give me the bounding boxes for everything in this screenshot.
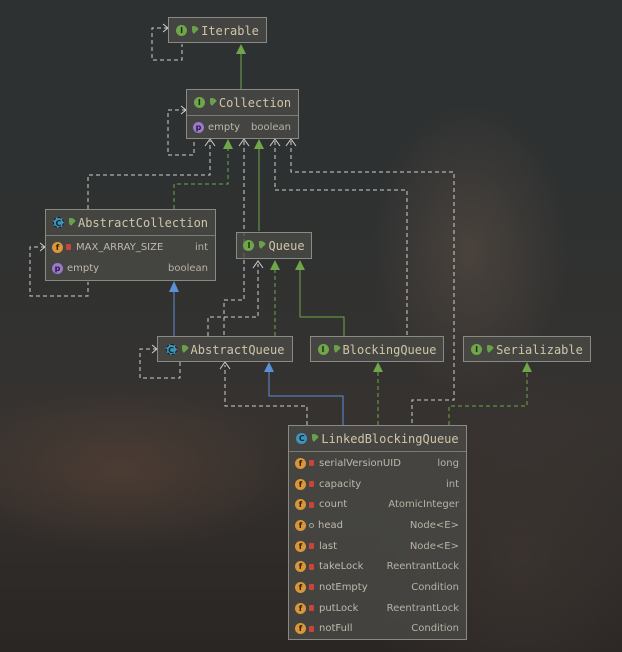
field-row: f notEmpty Condition xyxy=(289,577,466,598)
queue-node[interactable]: I Queue xyxy=(236,232,312,259)
interface-icon: I xyxy=(471,344,483,355)
interface-icon: I xyxy=(317,344,329,355)
node-title: LinkedBlockingQueue xyxy=(321,431,459,446)
interface-icon: I xyxy=(193,97,205,108)
interface-icon: I xyxy=(176,25,188,36)
public-leaf-icon xyxy=(487,345,495,354)
edge-lbq-abstractqueue xyxy=(268,370,344,425)
field-row: f head Node<E> xyxy=(289,515,466,536)
package-private-icon xyxy=(309,522,314,528)
private-lock-icon xyxy=(309,543,314,550)
field-row: f last Node<E> xyxy=(289,536,466,557)
private-lock-icon xyxy=(309,584,314,591)
field-row: f capacity int xyxy=(289,474,466,495)
public-leaf-icon xyxy=(209,98,217,107)
field-icon: f xyxy=(52,241,63,253)
interface-icon: I xyxy=(243,240,255,251)
node-title: AbstractCollection xyxy=(77,215,209,230)
edge-collection-self xyxy=(167,109,195,156)
abstract-queue-node[interactable]: C AbstractQueue xyxy=(157,336,293,362)
iterable-node[interactable]: I Iterable xyxy=(168,17,267,43)
node-title: Serializable xyxy=(496,342,583,357)
property-row: p empty boolean xyxy=(46,258,215,279)
private-lock-icon xyxy=(309,563,314,570)
node-title: Queue xyxy=(268,238,305,253)
blocking-queue-node[interactable]: I BlockingQueue xyxy=(310,336,444,362)
abstract-collection-node[interactable]: C AbstractCollection f MAX_ARRAY_SIZE in… xyxy=(45,209,216,281)
public-leaf-icon xyxy=(68,218,76,227)
field-row: f notFull Condition xyxy=(289,619,466,640)
field-icon: f xyxy=(295,561,306,573)
private-lock-icon xyxy=(309,501,314,508)
public-leaf-icon xyxy=(181,345,189,354)
field-icon: f xyxy=(295,623,306,635)
field-icon: f xyxy=(295,478,306,490)
field-icon: f xyxy=(295,499,306,511)
edge-iterable-self xyxy=(151,27,183,61)
class-icon: C xyxy=(296,433,308,444)
serializable-node[interactable]: I Serializable xyxy=(463,336,591,362)
private-lock-icon xyxy=(309,625,314,632)
node-title: AbstractQueue xyxy=(190,342,285,357)
node-title: Collection xyxy=(218,95,292,110)
property-row: p empty boolean xyxy=(187,117,298,138)
field-icon: f xyxy=(295,602,306,614)
field-row: f takeLock ReentrantLock xyxy=(289,556,466,577)
private-lock-icon xyxy=(309,481,314,488)
edge-lbq-serializable xyxy=(448,370,528,425)
private-lock-icon xyxy=(309,605,314,612)
field-row: f putLock ReentrantLock xyxy=(289,598,466,619)
property-icon: p xyxy=(193,121,204,133)
linked-blocking-queue-node[interactable]: C LinkedBlockingQueue f serialVersionUID… xyxy=(288,425,467,640)
edge-abstractcollection-self xyxy=(29,246,89,297)
private-lock-icon xyxy=(66,244,71,251)
abstract-class-icon: C xyxy=(165,344,177,355)
public-leaf-icon xyxy=(259,241,267,250)
public-leaf-icon xyxy=(333,345,341,354)
field-icon: f xyxy=(295,519,306,531)
abstract-class-icon: C xyxy=(52,217,64,228)
field-row: f MAX_ARRAY_SIZE int xyxy=(46,237,215,258)
field-icon: f xyxy=(295,581,306,593)
edge-abstractqueue-self xyxy=(139,348,181,379)
node-title: Iterable xyxy=(201,23,259,38)
property-icon: p xyxy=(52,262,63,274)
public-leaf-icon xyxy=(192,26,200,35)
field-icon: f xyxy=(295,540,306,552)
node-title: BlockingQueue xyxy=(342,342,437,357)
field-row: f serialVersionUID long xyxy=(289,453,466,474)
collection-node[interactable]: I Collection p empty boolean xyxy=(186,89,299,139)
field-icon: f xyxy=(295,457,306,469)
edge-abstractcollection-collection xyxy=(173,147,229,209)
edge-blockingqueue-queue xyxy=(299,268,345,336)
private-lock-icon xyxy=(309,460,314,467)
public-leaf-icon xyxy=(312,434,320,443)
field-row: f count AtomicInteger xyxy=(289,494,466,515)
